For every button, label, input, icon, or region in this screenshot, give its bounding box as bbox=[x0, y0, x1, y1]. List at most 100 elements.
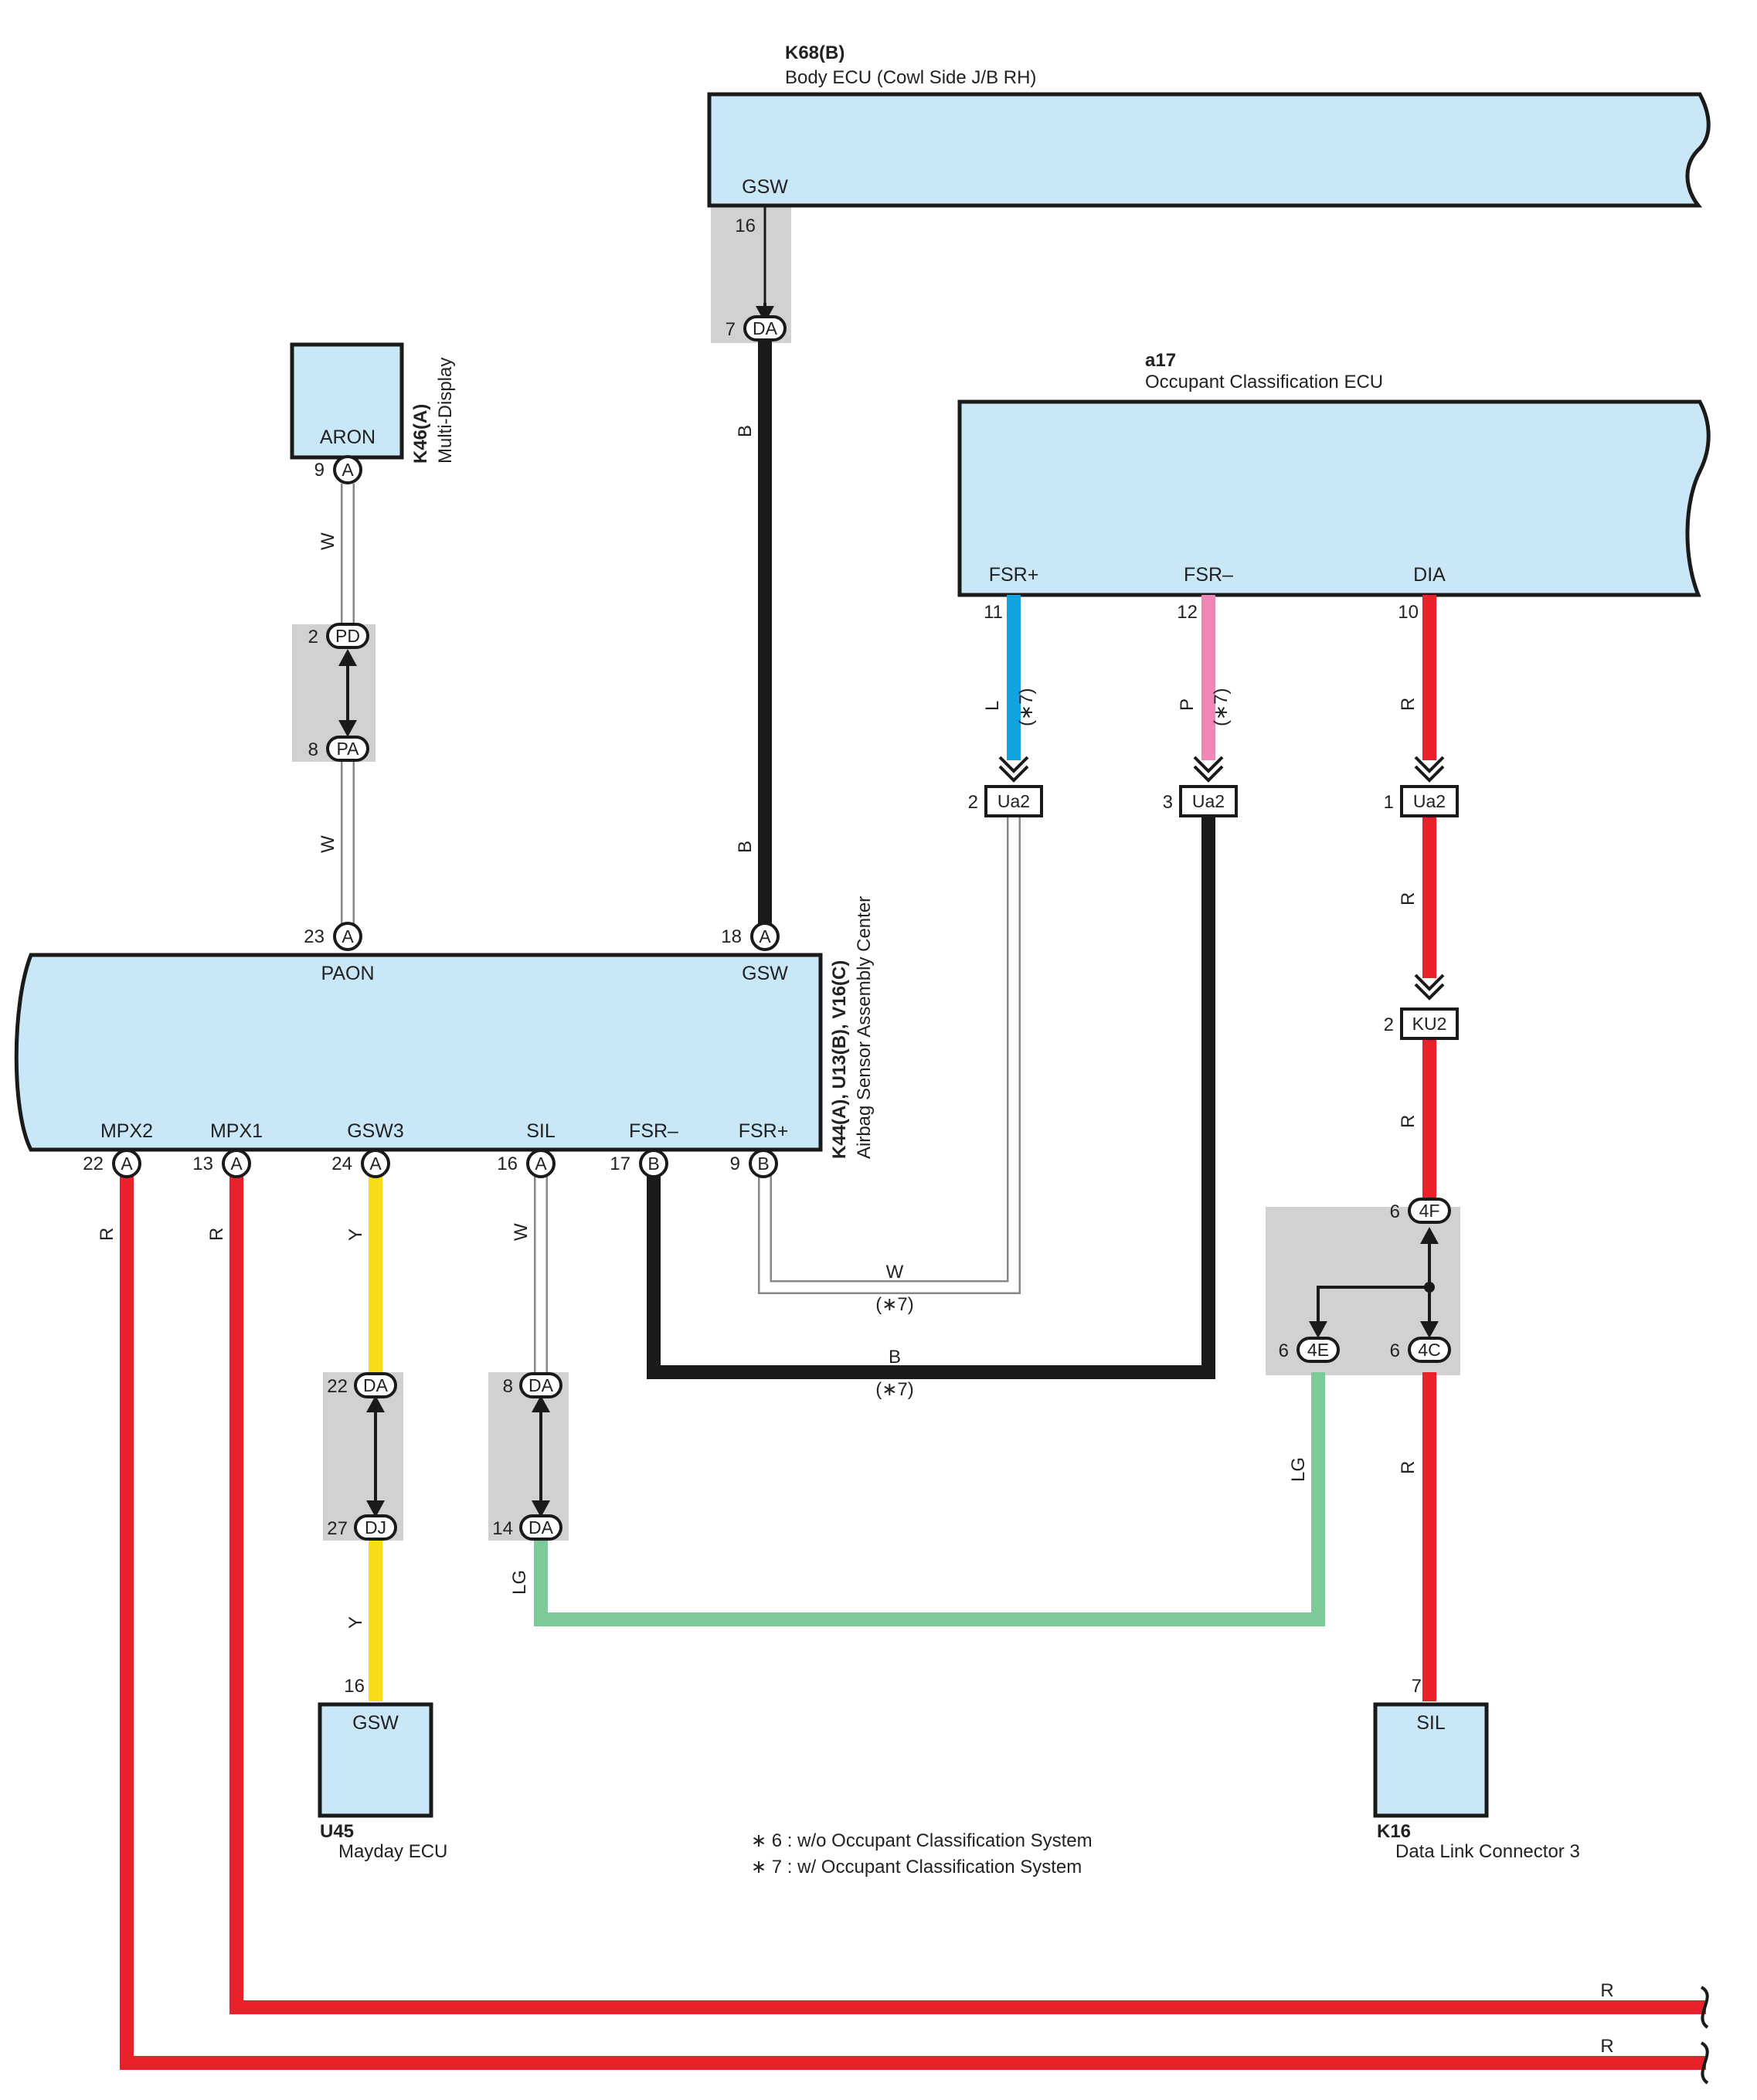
svg-text:DA: DA bbox=[753, 318, 778, 338]
label-w-1: W bbox=[318, 532, 338, 550]
arrow-down-pa bbox=[338, 720, 357, 737]
body-ecu-name: Body ECU (Cowl Side J/B RH) bbox=[785, 67, 1036, 88]
svg-text:23: 23 bbox=[304, 926, 325, 947]
airbag-paon: PAON bbox=[321, 963, 375, 984]
label-b-fsr-star7: (∗7) bbox=[875, 1379, 913, 1400]
airbag-gsw3: GSW3 bbox=[347, 1120, 404, 1142]
arrow-up-pd bbox=[338, 649, 357, 666]
svg-text:A: A bbox=[121, 1154, 133, 1174]
connector-sil: A 16 bbox=[497, 1149, 556, 1178]
dlc-box bbox=[1373, 1702, 1489, 1818]
junction-4e: 4E 6 bbox=[1279, 1337, 1340, 1363]
chevron-p bbox=[1193, 756, 1224, 783]
svg-text:17: 17 bbox=[610, 1154, 630, 1174]
connector-ua2-r: Ua2 1 10 bbox=[1384, 602, 1459, 817]
occupant-ecu: a17 Occupant Classification ECU FSR+ FSR… bbox=[957, 350, 1711, 597]
label-lg-left: LG bbox=[509, 1570, 530, 1595]
airbag-sensor-box bbox=[14, 953, 823, 1152]
svg-text:A: A bbox=[230, 1154, 243, 1174]
chevron-l bbox=[998, 756, 1029, 783]
connector-paon: A 23 bbox=[304, 922, 362, 951]
svg-text:14: 14 bbox=[492, 1518, 513, 1539]
label-y-2: Y bbox=[345, 1616, 366, 1629]
body-ecu: K68(B) Body ECU (Cowl Side J/B RH) GSW bbox=[707, 42, 1711, 208]
svg-text:16: 16 bbox=[735, 216, 756, 236]
occupant-ecu-name: Occupant Classification ECU bbox=[1145, 372, 1383, 392]
label-w-sil: W bbox=[511, 1223, 532, 1241]
label-y-1: Y bbox=[345, 1228, 366, 1241]
svg-text:1: 1 bbox=[1384, 792, 1394, 813]
wire-r-mpx1 bbox=[229, 1167, 1706, 2014]
label-r-dia-1: R bbox=[1398, 698, 1419, 711]
4f-4e-link bbox=[1317, 1286, 1429, 1329]
svg-text:PD: PD bbox=[335, 626, 360, 646]
label-b-1: B bbox=[735, 425, 756, 437]
label-l-star7: (∗7) bbox=[1016, 688, 1037, 726]
svg-text:DA: DA bbox=[528, 1517, 554, 1538]
wire-labels: B B W W L (∗7) P (∗7) R R R R LG LG W Y … bbox=[97, 425, 1614, 2057]
label-r-mpx2: R bbox=[97, 1228, 117, 1241]
multi-display-name: Multi-Display bbox=[435, 358, 456, 464]
svg-text:27: 27 bbox=[327, 1518, 348, 1539]
wire-lg bbox=[534, 1372, 1325, 1626]
dlc-code: K16 bbox=[1377, 1821, 1411, 1842]
junction-da-body: DA 7 16 bbox=[726, 216, 787, 342]
connector-ua2-p: Ua2 3 12 bbox=[1163, 602, 1238, 817]
svg-text:16: 16 bbox=[497, 1154, 518, 1174]
label-w-2: W bbox=[318, 835, 338, 853]
junction-bg-da-da bbox=[488, 1372, 569, 1541]
junction-4f: 4F 6 bbox=[1390, 1198, 1451, 1224]
junction-bg-da-dj bbox=[323, 1372, 403, 1541]
label-b-fsr: B bbox=[889, 1347, 901, 1368]
svg-text:22: 22 bbox=[83, 1154, 104, 1174]
occupant-ecu-box bbox=[957, 399, 1711, 597]
junction-da8: DA 8 bbox=[503, 1372, 562, 1398]
chevron-r1 bbox=[1414, 756, 1445, 783]
svg-text:B: B bbox=[647, 1154, 659, 1174]
svg-text:A: A bbox=[369, 1154, 382, 1174]
connector-ku2: KU2 2 bbox=[1384, 1008, 1459, 1040]
svg-text:3: 3 bbox=[1163, 792, 1173, 813]
data-link-connector: SIL 7 K16 Data Link Connector 3 bbox=[1373, 1676, 1580, 1862]
label-p-star7: (∗7) bbox=[1211, 688, 1232, 726]
svg-text:22: 22 bbox=[327, 1376, 348, 1397]
dlc-pin: 7 bbox=[1412, 1676, 1422, 1697]
arrow-down-da14 bbox=[532, 1500, 550, 1517]
svg-text:DJ: DJ bbox=[365, 1517, 386, 1538]
svg-text:4F: 4F bbox=[1419, 1201, 1440, 1221]
mayday-ecu-code: U45 bbox=[320, 1821, 354, 1842]
airbag-mpx2: MPX2 bbox=[100, 1120, 153, 1142]
svg-text:8: 8 bbox=[503, 1376, 513, 1397]
connector-gsw3: A 24 bbox=[331, 1149, 390, 1178]
label-lg-right: LG bbox=[1288, 1457, 1309, 1482]
svg-text:4C: 4C bbox=[1418, 1340, 1440, 1360]
airbag-code: K44(A), U13(B), V16(C) bbox=[829, 960, 850, 1159]
chevrons bbox=[998, 756, 1445, 1001]
chevron-r2 bbox=[1414, 974, 1445, 1001]
svg-text:2: 2 bbox=[308, 627, 318, 647]
body-ecu-terminal: GSW bbox=[742, 176, 788, 198]
svg-text:6: 6 bbox=[1279, 1341, 1289, 1361]
arrow-down-4c bbox=[1420, 1321, 1439, 1338]
arrow-down-dj27 bbox=[366, 1500, 385, 1517]
svg-text:DA: DA bbox=[363, 1375, 389, 1395]
label-l: L bbox=[982, 701, 1003, 711]
svg-text:10: 10 bbox=[1398, 602, 1419, 623]
footnotes: ∗ 6 : w/o Occupant Classification System… bbox=[751, 1830, 1093, 1877]
junction-da22: DA 22 bbox=[327, 1372, 397, 1398]
arrow-up-da8 bbox=[532, 1395, 550, 1412]
svg-text:A: A bbox=[759, 926, 771, 946]
break-mpx1 bbox=[1700, 1986, 1709, 2029]
mayday-ecu-box bbox=[318, 1702, 433, 1818]
svg-text:18: 18 bbox=[721, 926, 742, 947]
svg-text:11: 11 bbox=[984, 602, 1003, 623]
svg-text:13: 13 bbox=[192, 1154, 213, 1174]
wire-w-fsr-plus bbox=[758, 816, 1021, 1294]
dlc-name: Data Link Connector 3 bbox=[1395, 1841, 1580, 1862]
svg-text:24: 24 bbox=[331, 1154, 352, 1174]
mayday-ecu: GSW 16 U45 Mayday ECU bbox=[318, 1676, 447, 1862]
footnote-6: ∗ 6 : w/o Occupant Classification System bbox=[751, 1830, 1093, 1851]
label-r-dlc: R bbox=[1398, 1461, 1419, 1474]
round-connectors: A 9 A 23 A 18 A 22 A 13 A 24 bbox=[83, 455, 780, 1178]
multi-display-terminal: ARON bbox=[320, 426, 376, 448]
